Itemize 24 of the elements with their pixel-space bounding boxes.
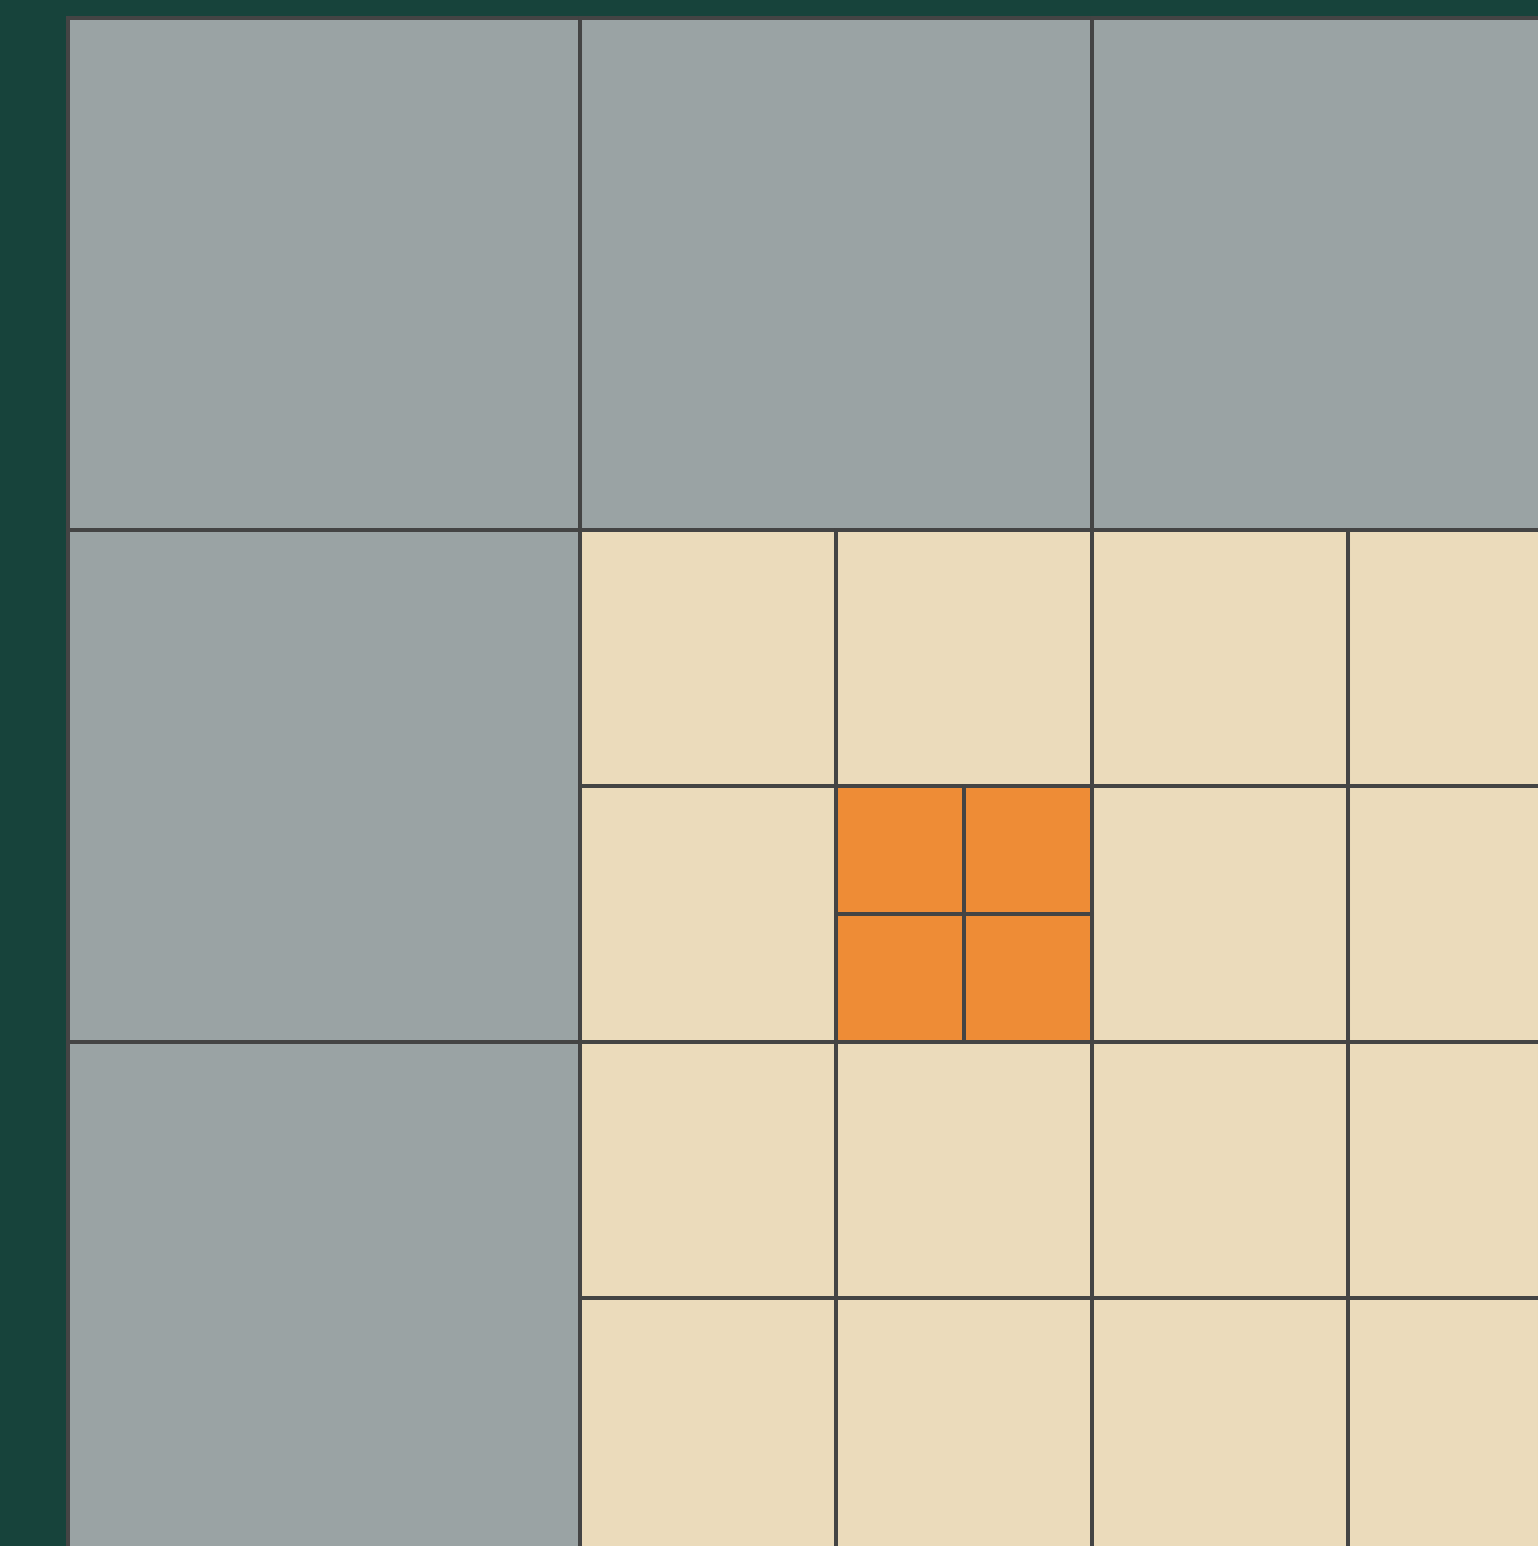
grid-cell <box>1346 784 1538 1044</box>
grid-cell <box>1346 1296 1538 1546</box>
grid-cell <box>578 1296 838 1546</box>
grid-cell <box>834 528 1094 788</box>
grid-cell <box>834 1040 1094 1300</box>
grid-cell <box>66 528 582 1044</box>
grid-cell <box>66 16 582 532</box>
grid-cell <box>578 16 1094 532</box>
grid-cell <box>1346 528 1538 788</box>
grid-cell <box>962 784 1094 916</box>
grid-cell <box>1090 16 1538 532</box>
grid-cell <box>962 912 1094 1044</box>
grid-cell <box>834 784 966 916</box>
grid-cell <box>1090 528 1350 788</box>
grid-cell <box>1090 784 1350 1044</box>
grid-cell <box>1346 1040 1538 1300</box>
grid-cell <box>834 1296 1094 1546</box>
grid-cell <box>1090 1296 1350 1546</box>
grid-cell <box>1090 1040 1350 1300</box>
grid-cell <box>834 912 966 1044</box>
grid-cell <box>66 1040 582 1546</box>
grid-cell <box>578 528 838 788</box>
grid-cell <box>578 1040 838 1300</box>
grid-cell <box>578 784 838 1044</box>
